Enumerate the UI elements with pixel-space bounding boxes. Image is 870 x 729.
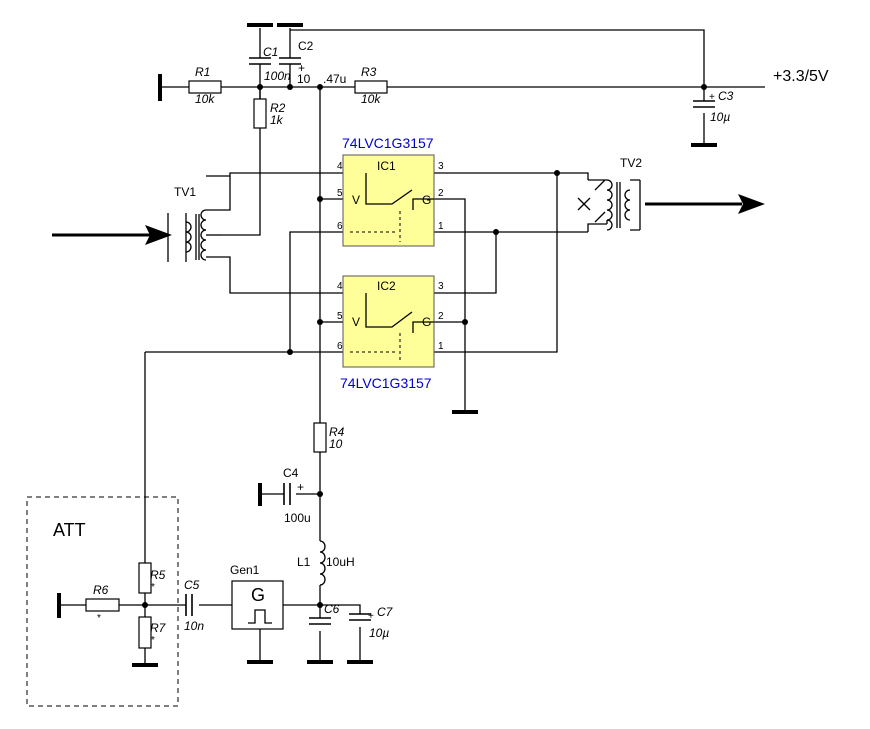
c4-value: 100u [284,511,311,525]
ic1-v-label: V [352,193,360,207]
c2-polarity: + [298,61,305,75]
tv2-label: TV2 [620,156,642,170]
input-arrow [52,225,172,245]
ic2-pin4: 4 [337,281,343,292]
c2-value-a: 10 [297,72,311,86]
c1-name: C1 [263,45,278,59]
ic1-pin5: 5 [337,188,343,199]
ic2-pin2: 2 [438,311,444,322]
ic1-pin2: 2 [438,188,444,199]
resistor-r6 [85,598,120,612]
ic2-g-label: G [422,315,431,329]
ic1-part-label: 74LVC1G3157 [342,135,434,151]
r3-value: 10k [361,92,381,106]
capacitor-c5 [185,594,193,616]
resistor-r2 [253,98,267,129]
r5-value: * [151,582,155,593]
r4-value: 10 [329,437,343,451]
capacitor-c4 [283,483,291,505]
ground-symbols [57,23,717,667]
resistor-r3 [354,80,388,94]
att-label: ATT [53,520,86,540]
gen1-name: Gen1 [230,563,260,577]
capacitor-c3 [693,100,715,108]
r6-name: R6 [93,583,109,597]
r4-name: R4 [329,425,345,439]
c3-value: 10µ [710,110,730,124]
wires [60,28,765,665]
capacitor-c1 [249,57,271,87]
ic2-chip [342,275,435,368]
c5-value: 10n [184,619,204,633]
c4-name: C4 [283,466,299,480]
r7-name: R7 [150,621,167,635]
c3-polarity: + [709,92,715,103]
supply-label: +3.3/5V [773,68,829,85]
ic2-pin5: 5 [337,311,343,322]
r2-name: R2 [270,101,286,115]
c2-name: C2 [298,39,314,53]
ic2-pin3: 3 [438,281,444,292]
junction-dots [142,84,707,608]
ic1-pin1: 1 [438,221,444,232]
gen1-symbol: G [251,585,265,605]
c1-value: 100n [264,69,291,83]
ic1-pin4: 4 [337,161,343,172]
ic2-pin1: 1 [438,341,444,352]
c4-polarity: + [297,480,304,494]
resistor-r1 [188,80,222,94]
r1-name: R1 [195,65,210,79]
generator-gen1 [231,580,284,630]
capacitor-c6 [309,617,331,625]
r5-name: R5 [150,568,166,582]
c7-value: 10µ [369,626,389,640]
att-box [26,496,179,707]
c5-name: C5 [184,578,200,592]
ic1-g-label: G [422,193,431,207]
resistor-r4 [313,422,327,453]
transformer-tv1 [167,209,207,262]
resistor-r7 [138,616,152,649]
capacitor-c7 [349,613,371,621]
ic2-pin6: 6 [337,341,343,352]
capacitor-c2 [279,41,301,65]
output-arrow [645,194,765,214]
ic1-chip [342,154,435,247]
r7-value: * [151,635,155,646]
c7-polarity: + [368,611,374,622]
ic2-name: IC2 [377,279,396,293]
c7-name: C7 [377,605,394,619]
c2-value-b: .47u [323,72,346,86]
l1-value: 10uH [326,555,355,569]
l1-name: L1 [297,555,311,569]
c6-name: C6 [324,602,340,616]
inductor-l1 [319,540,326,586]
ic1-pin6: 6 [337,221,343,232]
ic1-pin3: 3 [438,161,444,172]
resistor-r5 [138,562,152,594]
r1-value: 10k [195,92,215,106]
r2-value: 1k [270,113,284,127]
ic1-name: IC1 [377,159,396,173]
ic2-v-label: V [352,315,360,329]
tv1-label: TV1 [174,185,196,199]
transformer-tv2 [577,179,641,231]
r3-name: R3 [361,65,377,79]
r6-value: * [97,613,101,624]
ic2-part-label: 74LVC1G3157 [340,375,432,391]
c3-name: C3 [718,89,734,103]
